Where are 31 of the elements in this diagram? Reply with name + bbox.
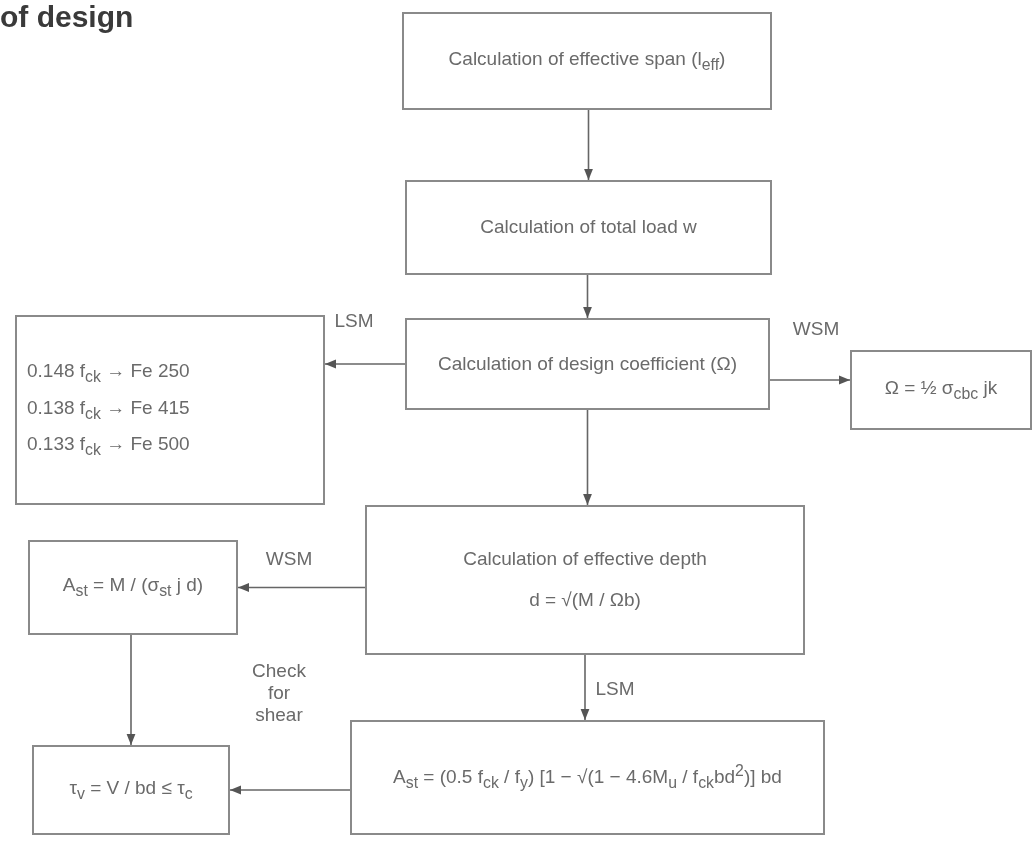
process-box bbox=[365, 505, 805, 655]
process-box bbox=[405, 318, 770, 410]
arrow bbox=[769, 375, 851, 385]
title: of design bbox=[0, 0, 134, 34]
arrow bbox=[583, 274, 592, 319]
box-text: Ω = ½ σ$_{cbc}$ jk bbox=[884, 376, 998, 404]
arrow bbox=[229, 785, 351, 795]
process-box bbox=[405, 180, 772, 275]
arrow bbox=[126, 634, 136, 746]
box-text: Calculation of total load w bbox=[480, 216, 697, 239]
box-text: A$_{st}$ = (0.5 f$_{ck}$ / f$_{y}$) [1 − √(1 − 4.6M$_{u}$ / f$_{ck}$bd$^{2}$)] bd bbox=[393, 761, 782, 794]
box-text: Calculation of effective depth bbox=[463, 548, 707, 571]
box-text: 0.138 f$_{ck}$ → Fe 415 bbox=[27, 396, 190, 424]
process-box bbox=[32, 745, 230, 835]
arrow bbox=[583, 409, 592, 506]
process-box bbox=[850, 350, 1032, 430]
process-box bbox=[350, 720, 825, 835]
box-text: Calculation of design coefficient (Ω) bbox=[438, 352, 737, 376]
arrow bbox=[584, 109, 593, 181]
box-text: 0.133 f$_{ck}$ → Fe 500 bbox=[27, 433, 190, 461]
arrow bbox=[324, 359, 406, 369]
box-text: 0.148 f$_{ck}$ → Fe 250 bbox=[27, 359, 190, 387]
box-text: Calculation of effective span (l$_{eff}$) bbox=[448, 47, 726, 75]
arrow bbox=[580, 654, 590, 721]
process-box bbox=[402, 12, 772, 110]
process-box bbox=[15, 315, 325, 505]
arrow bbox=[237, 583, 366, 592]
box-text: d = √(M / Ωb) bbox=[529, 589, 641, 612]
box-text: τ$_{v}$ = V / bd ≤ τ$_{c}$ bbox=[69, 776, 193, 804]
box-text: A$_{st}$ = M / (σ$_{st}$ j d) bbox=[62, 574, 204, 601]
process-box bbox=[28, 540, 238, 635]
